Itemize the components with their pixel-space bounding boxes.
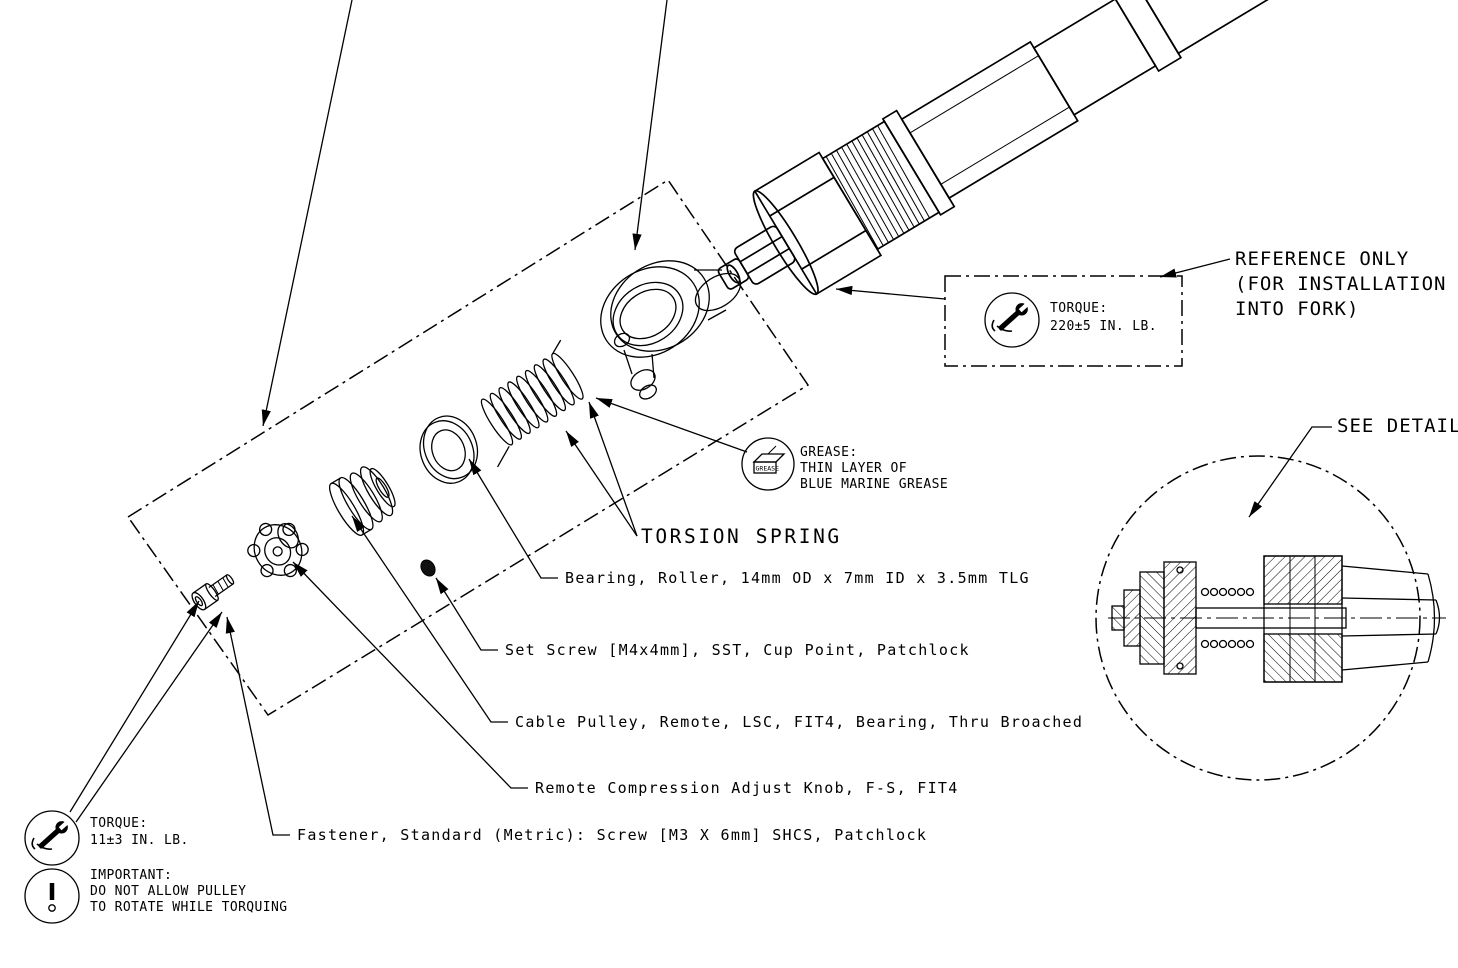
detail-cross-section [1108, 555, 1446, 683]
torsion-spring [480, 339, 584, 468]
see-detail-callout: SEE DETAIL [1248, 415, 1458, 518]
grease-callout: GREASE GREASE: THIN LAYER OF BLUE MARINE… [595, 397, 948, 492]
wrench-icon [991, 297, 1034, 335]
important-title: IMPORTANT: [90, 868, 172, 883]
see-detail-label: SEE DETAIL [1337, 415, 1458, 437]
adjust-knob [247, 522, 309, 578]
torque-reference-callout: TORQUE: 220±5 IN. LB. [835, 258, 1231, 367]
wrench-icon [31, 815, 74, 853]
torque-fastener-title: TORQUE: [90, 816, 148, 831]
grease-line2: THIN LAYER OF [800, 461, 907, 476]
grease-title: GREASE: [800, 445, 858, 460]
label-adjust-knob: Remote Compression Adjust Knob, F-S, FIT… [535, 779, 959, 797]
torque-fastener-value: 11±3 IN. LB. [90, 833, 189, 848]
cable-pulley [329, 466, 396, 536]
reference-note-line1: REFERENCE ONLY [1235, 248, 1409, 270]
damper-cartridge [717, 0, 1274, 296]
grease-icon-label: GREASE [756, 465, 780, 473]
label-set-screw: Set Screw [M4x4mm], SST, Cup Point, Patc… [505, 641, 970, 659]
torque-ref-value: 220±5 IN. LB. [1050, 319, 1157, 334]
reference-only-note: REFERENCE ONLY (FOR INSTALLATION INTO FO… [1235, 248, 1446, 320]
grease-icon: GREASE [752, 445, 786, 474]
housing-body [600, 260, 742, 400]
roller-bearing [419, 415, 479, 484]
detail-view [1095, 455, 1446, 781]
important-line2: DO NOT ALLOW PULLEY [90, 884, 246, 899]
exclamation-icon [48, 883, 56, 912]
torque-ref-title: TORQUE: [1050, 301, 1108, 316]
top-leader-lines [261, 0, 668, 427]
reference-note-line3: INTO FORK) [1235, 298, 1359, 320]
label-leader-lines [225, 401, 638, 836]
important-line3: TO ROTATE WHILE TORQUING [90, 900, 287, 915]
important-callout: IMPORTANT: DO NOT ALLOW PULLEY TO ROTATE… [24, 868, 287, 924]
reference-note-line2: (FOR INSTALLATION [1235, 273, 1446, 295]
label-bearing: Bearing, Roller, 14mm OD x 7mm ID x 3.5m… [565, 569, 1030, 587]
label-fastener: Fastener, Standard (Metric): Screw [M3 X… [297, 826, 927, 844]
label-cable-pulley: Cable Pulley, Remote, LSC, FIT4, Bearing… [515, 713, 1083, 731]
set-screw [420, 559, 436, 577]
grease-line3: BLUE MARINE GREASE [800, 477, 948, 492]
label-torsion-spring: TORSION SPRING [641, 525, 842, 548]
exploded-view-boundary [126, 178, 810, 717]
fastener-screw [191, 574, 235, 611]
torque-fastener-callout: TORQUE: 11±3 IN. LB. [24, 600, 223, 866]
